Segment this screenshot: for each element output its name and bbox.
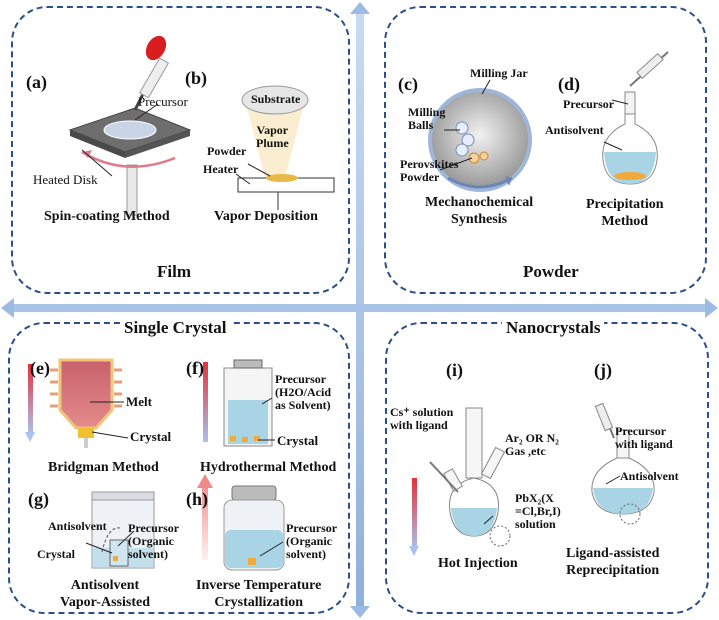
bridgman-illustration: [25, 358, 122, 448]
panel-f-tag: (f): [186, 358, 204, 378]
panel-a-tag: (a): [26, 72, 47, 92]
arrow-up: [350, 2, 370, 14]
panel-i-gas-label: Ar₂ OR N₂ Gas ,etc: [505, 431, 559, 458]
panel-f-precursor-label: Precursor (H2O/Acid as Solvent): [275, 372, 331, 412]
panel-e-caption: Bridgman Method: [48, 460, 159, 475]
panel-g-precursor-label: Precursor (Organic solvent): [128, 521, 180, 561]
panel-e-crystal-label: Crystal: [130, 429, 172, 444]
panel-e-melt-label: Melt: [126, 394, 152, 409]
panel-d-antisolvent-label: Antisolvent: [545, 123, 604, 137]
panel-g-caption: Antisolvent Vapor-Assisted: [60, 578, 150, 610]
panel-c-milling-jar-label: Milling Jar: [470, 66, 528, 80]
panel-b-powder-label: Powder: [207, 144, 247, 158]
leader-lines: [81, 79, 629, 557]
panel-d-tag: (d): [558, 74, 580, 94]
panel-i-caption: Hot Injection: [438, 556, 518, 571]
vapor-deposition-illustration: [237, 85, 335, 210]
arrow-left: [1, 298, 14, 318]
panel-b-vapor-plume-label: Vapor Plume: [256, 123, 289, 150]
antisolvent-vapor-illustration: [91, 491, 155, 569]
panel-a-heated-disk-label: Heated Disk: [33, 172, 98, 187]
section-title-single-crystal: Single Crystal: [120, 318, 231, 338]
panel-a-precursor-label: Precursor: [138, 94, 188, 109]
panel-h-precursor-label: Precursor (Organic solvent): [286, 521, 338, 561]
panel-b-heater-label: Heater: [203, 162, 239, 176]
section-title-nanocrystals: Nanocrystals: [502, 318, 605, 338]
panel-i-cs-solution-label: Cs⁺ solution with ligand: [390, 405, 454, 432]
panel-g-antisolvent-label: Antisolvent: [48, 519, 107, 533]
panel-c-perovskites-powder-label: Perovskites Powder: [400, 157, 459, 184]
flask-d-illustration: [602, 51, 669, 185]
panel-a-caption: Spin-coating Method: [44, 209, 170, 224]
panel-b-substrate-label: Substrate: [251, 92, 301, 106]
panel-j-antisolvent-label: Antisolvent: [620, 469, 679, 483]
panel-j-tag: (j): [594, 360, 612, 380]
arrow-down: [350, 606, 370, 618]
larp-illustration: [591, 402, 655, 525]
panel-d-precursor-label: Precursor: [563, 97, 615, 111]
panel-d-caption: Precipitation Method: [586, 197, 664, 229]
panel-g-crystal-label: Crystal: [37, 547, 75, 561]
panel-b-tag: (b): [185, 68, 207, 88]
panel-film: [11, 6, 350, 294]
panel-c-caption: Mechanochemical Synthesis: [425, 195, 534, 227]
panel-j-precursor-label: Precursor with ligand: [615, 424, 673, 451]
panel-f-caption: Hydrothermal Method: [200, 460, 337, 475]
panel-g-tag: (g): [28, 489, 49, 509]
section-title-film: Film: [157, 262, 191, 281]
panel-h-tag: (h): [186, 489, 208, 509]
spin-coater-illustration: [68, 35, 192, 216]
arrow-right: [705, 298, 718, 318]
panel-i-tag: (i): [446, 360, 463, 380]
horizontal-axis: [10, 304, 710, 312]
panel-c-milling-balls-label: Milling Balls: [408, 105, 446, 132]
panel-h-caption: Inverse Temperature Crystallization: [196, 578, 322, 610]
panel-i-pbx-label: PbX₂(X =Cl,Br,I) solution: [515, 491, 561, 531]
inverse-temperature-illustration: [197, 474, 285, 571]
panel-f-crystal-label: Crystal: [277, 433, 319, 448]
section-title-powder: Powder: [523, 262, 579, 281]
milling-jar-illustration: [428, 88, 532, 192]
panel-b-caption: Vapor Deposition: [214, 209, 318, 224]
panel-c-tag: (c): [398, 74, 418, 94]
panel-powder: [384, 6, 707, 294]
panel-j-caption: Ligand-assisted Reprecipitation: [566, 546, 660, 578]
hydrothermal-illustration: [203, 359, 273, 447]
panel-e-tag: (e): [30, 358, 50, 378]
